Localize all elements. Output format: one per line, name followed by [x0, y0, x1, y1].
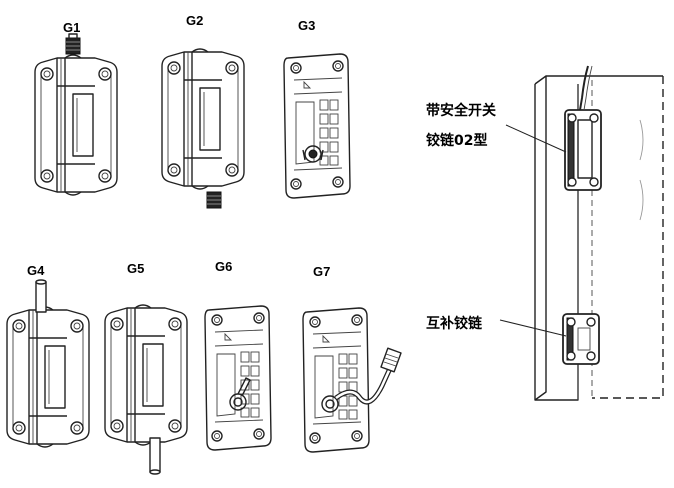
- label-g6: G6: [215, 259, 233, 274]
- hinge-g6: [204, 305, 272, 451]
- hinge-g5: [104, 304, 188, 475]
- label-g7: G7: [313, 264, 331, 279]
- leader-line-complementary-hinge: [499, 319, 567, 337]
- leader-line-safety-hinge: [505, 124, 567, 153]
- label-g3: G3: [298, 18, 316, 33]
- label-g5: G5: [127, 261, 145, 276]
- hinge-g3: [283, 53, 351, 199]
- callout-safety-hinge-line2: 铰链02型: [426, 133, 488, 149]
- safety-switch-hinge: [564, 65, 602, 191]
- label-g4: G4: [27, 263, 45, 278]
- hinge-g4: [6, 279, 90, 448]
- hinge-g7: [302, 307, 402, 453]
- label-g1: G1: [63, 20, 81, 35]
- label-g2: G2: [186, 13, 204, 28]
- hinge-g1: [34, 33, 118, 196]
- callout-safety-hinge-line1: 带安全开关: [426, 103, 496, 119]
- hinge-g2: [161, 48, 245, 209]
- callout-complementary-hinge: 互补铰链: [426, 316, 482, 332]
- complementary-hinge: [562, 313, 600, 365]
